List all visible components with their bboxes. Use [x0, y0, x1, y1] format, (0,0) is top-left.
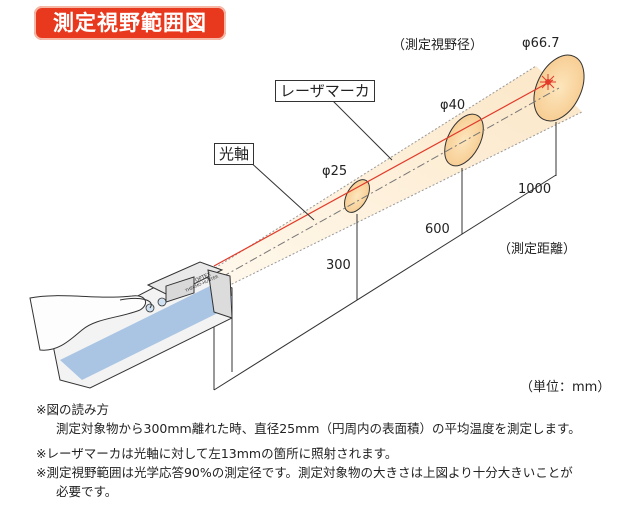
ellipse-600: [444, 113, 484, 167]
laser-line: [213, 79, 554, 267]
page-title: 測定視野範囲図: [34, 6, 226, 40]
laser-spot-icon: [540, 74, 556, 90]
label-distance-1000: 1000: [518, 182, 552, 197]
note-line-3: ※測定視野範囲は光学応答90%の測定径です。測定対象物の大きさは上図より十分大き…: [36, 465, 573, 480]
label-unit: （単位：mm）: [520, 380, 611, 395]
hand-illustration: [29, 295, 147, 351]
label-distance-300: 300: [326, 258, 351, 273]
note-line-2: ※レーザマーカは光軸に対して左13mmの箇所に照射されます。: [36, 446, 398, 461]
ellipse-300: [344, 179, 370, 213]
fov-cone: [215, 66, 582, 286]
label-optical-axis: 光軸: [214, 143, 255, 165]
cone-edge-top: [214, 65, 537, 269]
label-diameter-1000: φ66.7: [522, 36, 560, 51]
label-diameter-600: φ40: [440, 98, 466, 113]
note-line-1: 測定対象物から300mm離れた時、直径25mm（円周内の表面積）の平均温度を測定…: [56, 421, 581, 436]
leader-laser: [329, 97, 393, 161]
label-measuring-distance: （測定距離）: [498, 242, 577, 257]
optical-axis-line: [221, 87, 560, 278]
label-laser-marker: レーザマーカ: [275, 80, 375, 102]
label-diameter-300: φ25: [322, 164, 348, 179]
note-head: ※図の読み方: [36, 402, 109, 417]
thermometer-device-icon: [51, 261, 233, 389]
leader-axis: [247, 159, 315, 221]
hand-thumb: [119, 297, 152, 309]
note-line-4: 必要です。: [56, 484, 118, 499]
label-field-of-view: （測定視野径）: [392, 38, 484, 53]
baseline-front: [213, 174, 557, 391]
notes-block: ※図の読み方 測定対象物から300mm離れた時、直径25mm（円周内の表面積）の…: [36, 400, 626, 501]
label-distance-600: 600: [425, 222, 450, 237]
cone-edge-bottom: [227, 111, 583, 287]
